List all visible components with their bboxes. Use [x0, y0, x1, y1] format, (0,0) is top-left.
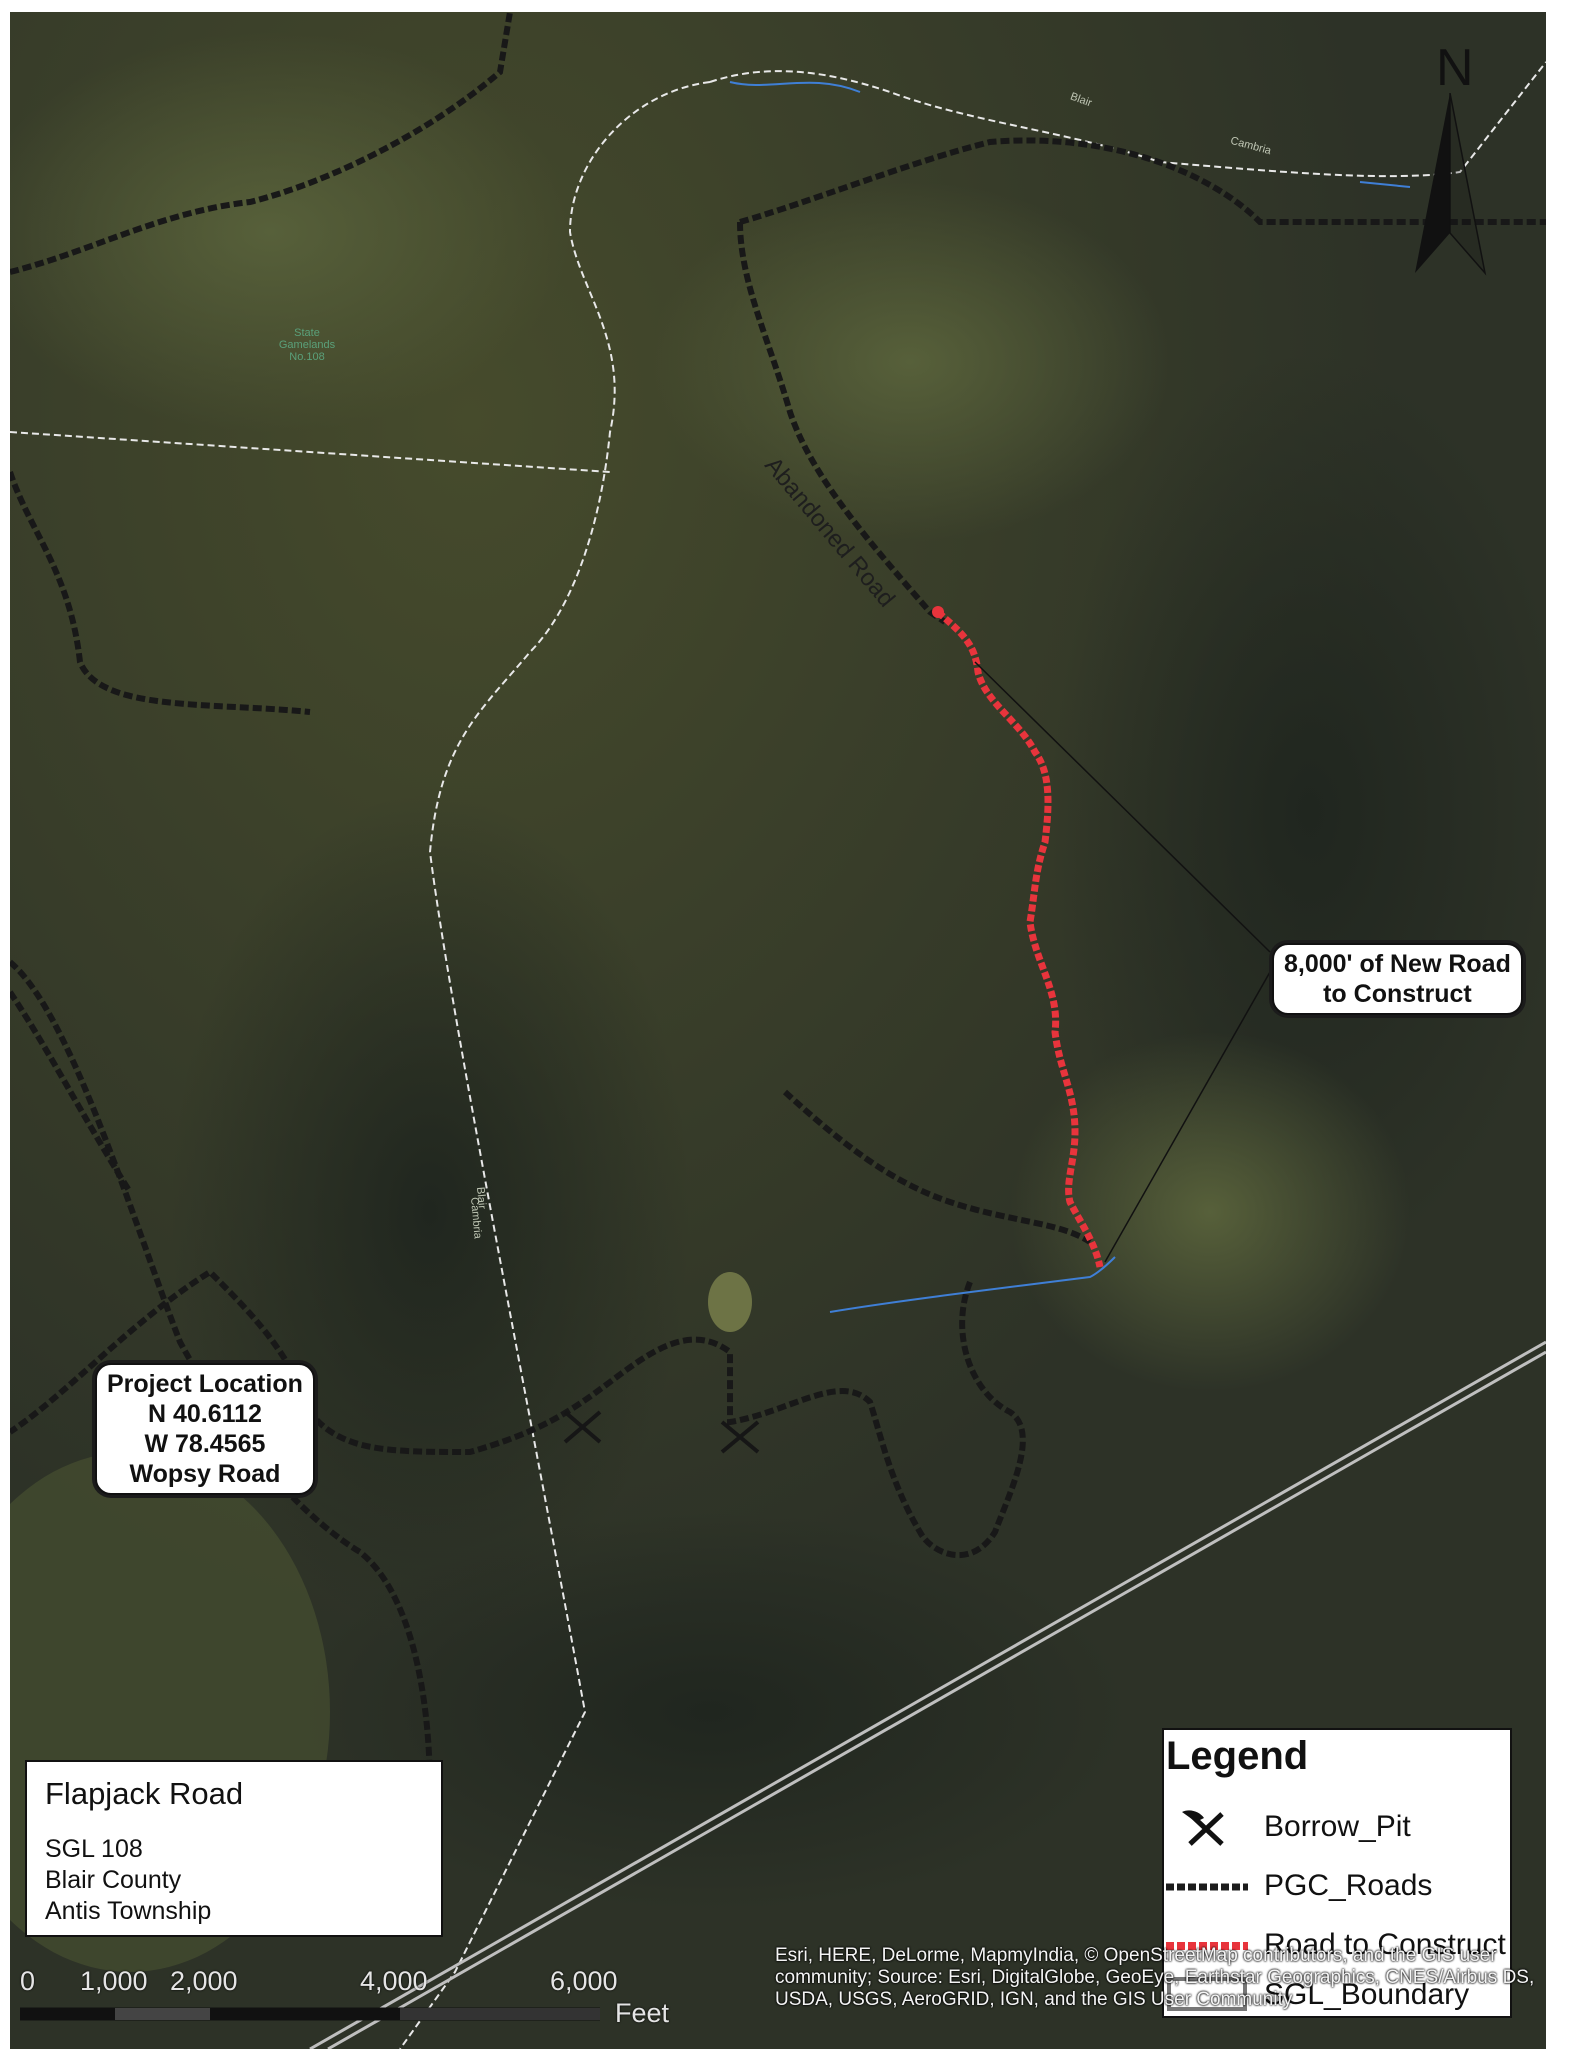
- field-patch: [10, 32, 570, 432]
- legend-item-pgc-roads: PGC_Roads: [1164, 1867, 1510, 1907]
- sgl-boundary-symbol: [1167, 1977, 1247, 2011]
- road-to-construct-symbol: [1166, 1942, 1248, 1950]
- scale-tick-0: 0: [20, 1966, 36, 1996]
- map-title: Flapjack Road: [45, 1776, 244, 1811]
- project-latitude: N 40.6112: [147, 1400, 262, 1428]
- lowland-shade: [290, 1512, 1130, 1912]
- scale-tick-2000: 2,000: [170, 1966, 238, 1996]
- gamelands-label: State Gamelands No.108: [278, 327, 336, 363]
- legend-title: Legend: [1166, 1734, 1309, 1778]
- stream: [829, 1256, 1116, 1313]
- project-road-name: Wopsy Road: [129, 1460, 281, 1488]
- stream-ne: [1359, 181, 1411, 188]
- scale-tick-1000: 1,000: [80, 1966, 148, 1996]
- scale-unit: Feet: [615, 1998, 670, 2028]
- map-subtitle-county: Blair County: [45, 1866, 182, 1894]
- pgc-roads-symbol: [1166, 1883, 1248, 1891]
- power-line: [309, 1340, 1546, 2049]
- legend: Legend Borrow_Pit PGC_Roads Road to Cons…: [1162, 1728, 1512, 2018]
- clearing: [708, 1272, 752, 1332]
- new-road-callout: 8,000' of New Road to Construct: [1272, 943, 1523, 1015]
- north-letter: N: [1436, 39, 1474, 97]
- project-location-callout: Project Location N 40.6112 W 78.4565 Wop…: [95, 1363, 315, 1495]
- legend-item-road-to-construct: Road to Construct: [1164, 1926, 1510, 1966]
- scale-tick-4000: 4,000: [360, 1966, 428, 1996]
- callout-leaders: [974, 661, 1271, 1263]
- sgl-boundary-lines: [10, 61, 1546, 2049]
- legend-item-sgl-boundary: SGL_Boundary: [1164, 1976, 1510, 2016]
- map-credits: Esri, HERE, DeLorme, MapmyIndia, © OpenS…: [775, 1945, 1535, 2010]
- legend-label-road-to-construct: Road to Construct: [1264, 1928, 1506, 1961]
- stream-north: [729, 81, 861, 93]
- project-longitude: W 78.4565: [144, 1430, 266, 1458]
- project-location-title: Project Location: [107, 1370, 303, 1398]
- satellite-map[interactable]: Abandoned Road Blair Cambria Blair Cambr…: [10, 12, 1546, 2049]
- road-to-construct: [935, 609, 1104, 1268]
- new-road-callout-line-1: 8,000' of New Road: [1284, 950, 1511, 978]
- road-start-point: [932, 606, 944, 618]
- north-arrow-icon: [1415, 93, 1487, 276]
- legend-item-borrow-pit: Borrow_Pit: [1164, 1808, 1510, 1848]
- field-patch-2: [650, 182, 1170, 542]
- scale-tick-6000: 6,000: [550, 1966, 618, 1996]
- borrow-pit-markers: [563, 1410, 760, 1454]
- legend-label-borrow-pit: Borrow_Pit: [1264, 1810, 1411, 1843]
- scale-bar: 0 1,000 2,000 4,000 6,000 Feet: [20, 1966, 669, 2036]
- field-patch-3: [1010, 1032, 1410, 1392]
- pickaxe-icon: [1182, 1810, 1224, 1846]
- legend-label-pgc-roads: PGC_Roads: [1264, 1869, 1433, 1902]
- map-canvas: [10, 12, 1546, 2049]
- map-subtitle-township: Antis Township: [45, 1897, 212, 1925]
- map-subtitle-sgl: SGL 108: [45, 1835, 143, 1863]
- map-title-box: Flapjack Road SGL 108 Blair County Antis…: [25, 1760, 443, 1937]
- new-road-callout-line-2: to Construct: [1323, 980, 1472, 1008]
- scale-bar-graphic: [20, 2007, 600, 2021]
- legend-label-sgl-boundary: SGL_Boundary: [1264, 1978, 1470, 2011]
